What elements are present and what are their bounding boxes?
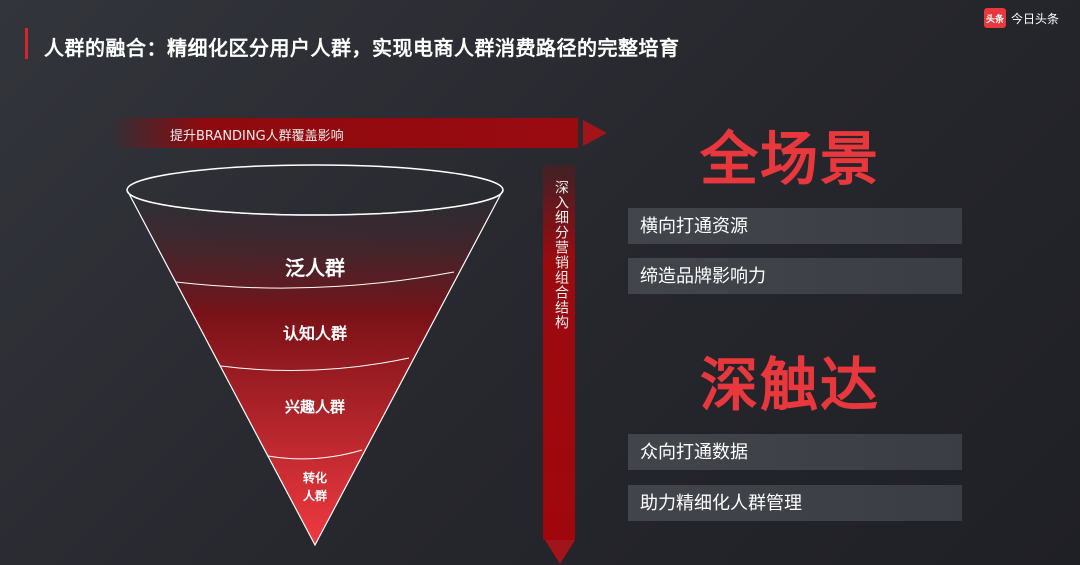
funnel-divider bbox=[220, 357, 410, 371]
arrow-right-icon bbox=[583, 120, 607, 146]
page-title: 人群的融合：精细化区分用户人群，实现电商人群消费路径的完整培育 bbox=[44, 36, 680, 60]
logo-badge-icon: 头条 bbox=[984, 8, 1006, 28]
feature-item: 众向打通数据 bbox=[628, 434, 962, 470]
section-heading-full-scene: 全场景 bbox=[700, 125, 881, 193]
funnel-divider bbox=[175, 271, 455, 289]
vertical-arrow-label: 深入细分营销组合结构 bbox=[553, 180, 569, 330]
arrow-down-icon bbox=[545, 540, 575, 564]
section-heading-deep-reach: 深触达 bbox=[700, 351, 881, 419]
funnel-divider bbox=[267, 449, 363, 460]
feature-item: 助力精细化人群管理 bbox=[628, 485, 962, 521]
horizontal-arrow-bar bbox=[110, 118, 578, 148]
funnel-level-4: 转化 人群 bbox=[303, 469, 327, 505]
title-accent-bar bbox=[25, 28, 28, 59]
vertical-arrow-bar bbox=[543, 165, 575, 540]
funnel-rim bbox=[126, 164, 504, 216]
funnel-level-4-line1: 转化 bbox=[302, 471, 328, 485]
feature-item: 横向打通资源 bbox=[628, 208, 962, 244]
funnel-level-3: 兴趣人群 bbox=[284, 398, 346, 416]
logo-text: 今日头条 bbox=[1011, 11, 1060, 26]
funnel-level-1: 泛人群 bbox=[285, 256, 345, 280]
horizontal-arrow-label: 提升BRANDING人群覆盖影响 bbox=[170, 129, 344, 144]
funnel-level-4-line2: 人群 bbox=[302, 489, 328, 503]
funnel-diagram bbox=[126, 164, 504, 545]
feature-item: 缔造品牌影响力 bbox=[628, 258, 962, 294]
funnel-level-2: 认知人群 bbox=[282, 324, 348, 343]
logo: 头条 今日头条 bbox=[984, 8, 1059, 28]
